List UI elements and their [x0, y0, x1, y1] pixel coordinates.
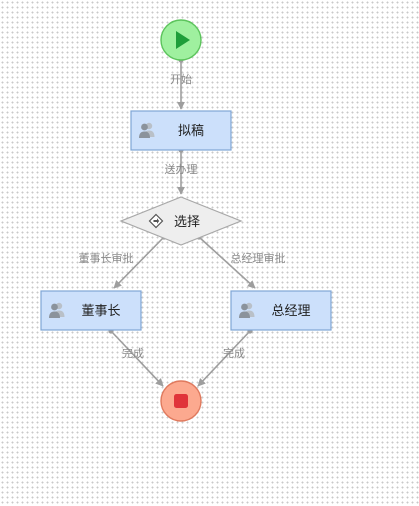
end-event[interactable]: [160, 380, 202, 422]
edge-choose-gm[interactable]: 总经理审批: [196, 234, 286, 289]
task-gm-label: 总经理: [271, 304, 310, 319]
edge-choose-chairman[interactable]: 董事长审批: [79, 234, 167, 289]
edge-draft-choose[interactable]: 送办理: [165, 147, 198, 195]
play-icon: [176, 31, 190, 49]
task-chairman[interactable]: 董事长: [40, 290, 142, 331]
edge-gm-end[interactable]: 完成: [197, 328, 253, 387]
gateway-choose-label: 选择: [174, 215, 200, 230]
gateway-icon: [148, 213, 164, 229]
gateway-choose[interactable]: 选择: [119, 196, 243, 246]
edge-chairman-end[interactable]: 完成: [108, 328, 164, 387]
edge-label-gm-approve: 总经理审批: [231, 251, 286, 265]
task-gm[interactable]: 总经理: [230, 290, 332, 331]
edge-label-chairman-approve: 董事长审批: [79, 251, 134, 265]
users-icon: [239, 302, 255, 318]
users-icon: [139, 122, 155, 138]
edge-start-draft[interactable]: 开始: [170, 57, 192, 110]
task-chairman-label: 董事长: [81, 304, 120, 319]
users-icon: [49, 302, 65, 318]
edge-label-send: 送办理: [165, 162, 198, 176]
task-draft[interactable]: 拟稿: [130, 110, 232, 151]
task-draft-label: 拟稿: [178, 123, 204, 139]
edge-label-complete-left: 完成: [122, 346, 144, 360]
start-event[interactable]: [160, 19, 202, 61]
edge-label-start: 开始: [170, 72, 192, 86]
edge-label-complete-right: 完成: [223, 346, 245, 360]
stop-icon: [174, 394, 188, 408]
